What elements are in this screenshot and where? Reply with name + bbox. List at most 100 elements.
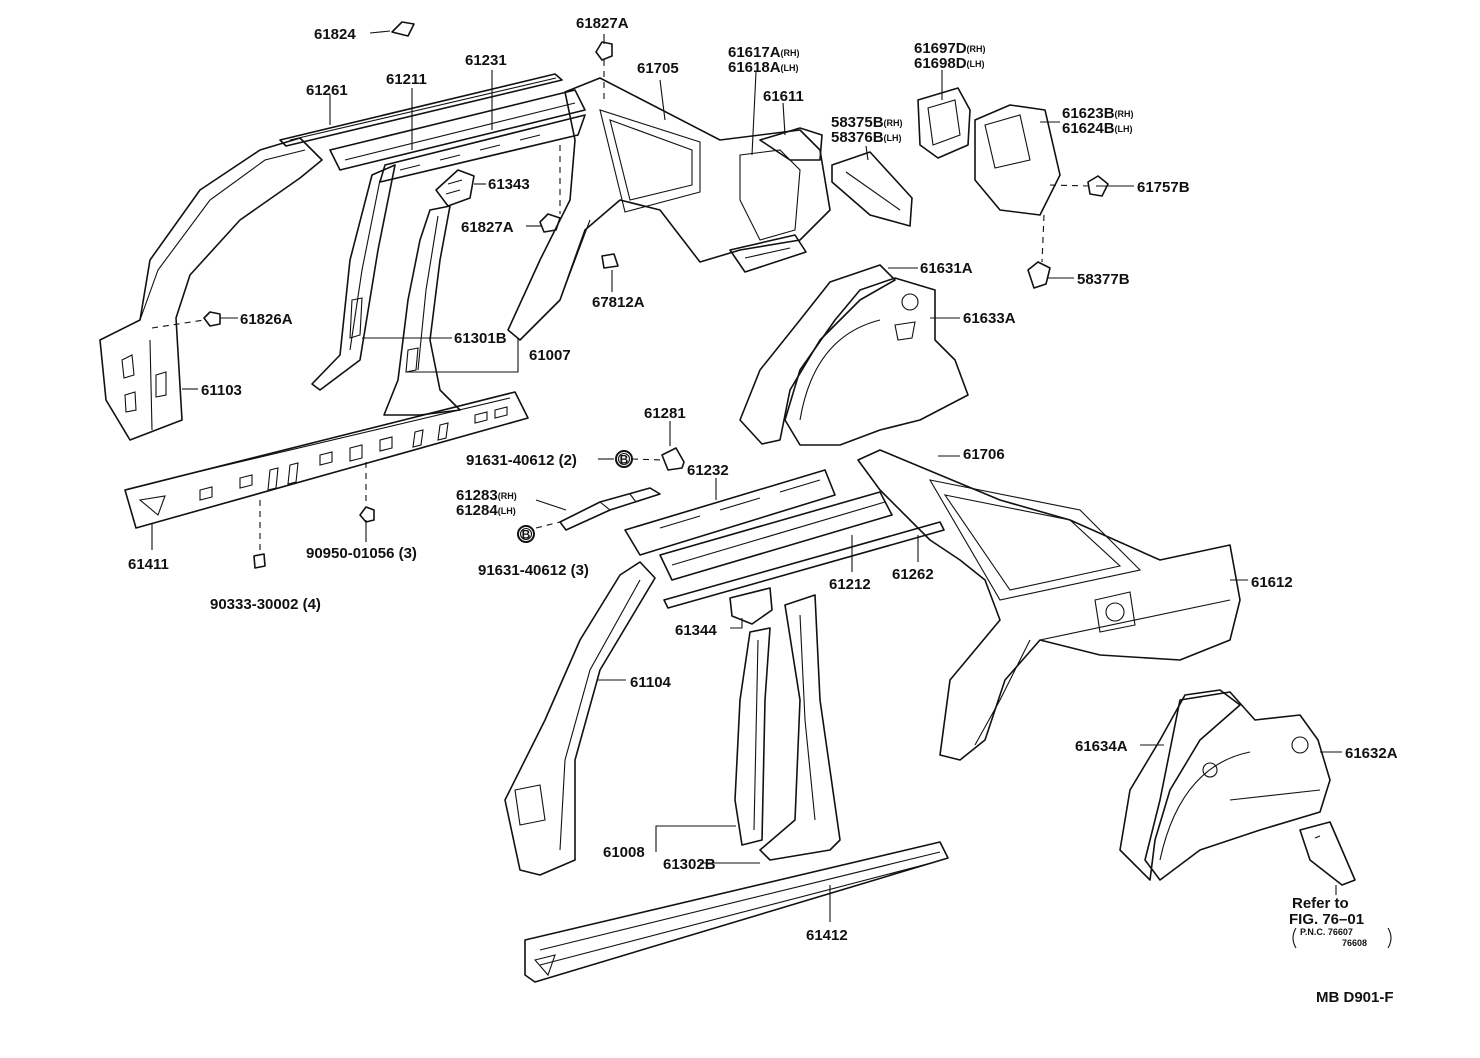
label-61344: 61344 — [675, 622, 717, 639]
part-61634a-wheel-house-outer — [1119, 689, 1241, 881]
part-61232-roof-rail-inner — [624, 469, 836, 556]
label-61757b: 61757B — [1137, 179, 1190, 196]
label-61617a: 61617A(RH) — [728, 44, 800, 61]
label-61633a: 61633A — [963, 310, 1016, 327]
label-61624b: 61624B(LH) — [1062, 120, 1133, 137]
label-61231: 61231 — [465, 52, 507, 69]
label-61007: 61007 — [529, 347, 571, 364]
part-61104-front-pillar — [504, 561, 656, 876]
part-61617a-box — [729, 234, 807, 273]
label-61623b: 61623B(RH) — [1062, 105, 1134, 122]
dashed-connectors — [151, 60, 1089, 552]
label-61211: 61211 — [386, 71, 427, 88]
part-61827a-cap-mid — [539, 213, 561, 233]
part-61344-gusset — [729, 587, 773, 625]
part-67812a-clip — [601, 253, 619, 269]
label-61612: 61612 — [1251, 574, 1293, 591]
label-61827a-top: 61827A — [576, 15, 629, 32]
label-58376b: 58376B(LH) — [831, 129, 902, 146]
label-61824: 61824 — [314, 26, 356, 43]
refer-line-1: Refer to — [1292, 895, 1349, 912]
label-61411: 61411 — [128, 556, 169, 573]
label-61103: 61103 — [201, 382, 242, 399]
diagram-code: MB D901-F — [1316, 989, 1394, 1006]
part-61631a-wheel-house-outer — [739, 264, 896, 445]
part-61302b-center-pillar-outer — [759, 594, 841, 861]
part-labels: 61824 61827A 61211 61231 61261 61705 616… — [128, 15, 1398, 1006]
label-61261: 61261 — [306, 82, 348, 99]
part-61632a-wheel-house-inner — [1144, 691, 1331, 881]
part-61611-bracket — [759, 127, 823, 161]
part-61827a-cap-top — [595, 41, 613, 61]
label-61008: 61008 — [603, 844, 645, 861]
label-61634a: 61634A — [1075, 738, 1128, 755]
refer-line-3: P.N.C. 76607 — [1300, 927, 1353, 937]
part-61211-roof-rail-inner — [329, 89, 586, 183]
label-61212: 61212 — [829, 576, 871, 593]
part-61343-gusset — [435, 169, 475, 207]
part-61826a-cap — [203, 311, 221, 327]
svg-text:B: B — [522, 528, 531, 542]
part-58375b-brace — [831, 151, 913, 227]
label-61826a: 61826A — [240, 311, 293, 328]
label-61283: 61283(RH) — [456, 487, 517, 504]
label-61412: 61412 — [806, 927, 848, 944]
label-61698d: 61698D(LH) — [914, 55, 985, 72]
label-61262: 61262 — [892, 566, 934, 583]
part-mudguard-reference — [1299, 821, 1356, 886]
part-58377b-latch — [1027, 261, 1051, 289]
part-61212-roof-rail — [659, 491, 893, 581]
part-61283-bar — [559, 487, 661, 531]
part-61007-center-pillar-outer — [383, 205, 461, 416]
refer-line-2: FIG. 76–01 — [1289, 911, 1364, 928]
part-61103-front-pillar — [99, 137, 323, 441]
refer-paren-left — [1292, 927, 1297, 949]
refer-paren-right — [1387, 927, 1392, 949]
label-61705: 61705 — [637, 60, 679, 77]
label-61827a-mid: 61827A — [461, 219, 514, 236]
part-61623b-panel — [974, 104, 1061, 216]
part-61697d-panel — [917, 87, 971, 159]
part-61008-center-pillar — [734, 627, 771, 846]
part-61262-strip — [663, 521, 945, 609]
part-61261-roof-rail — [279, 73, 563, 147]
label-61631a: 61631A — [920, 260, 973, 277]
label-61697d: 61697D(RH) — [914, 40, 986, 57]
label-67812a: 67812A — [592, 294, 645, 311]
label-61611: 61611 — [763, 88, 804, 105]
label-91631-3: 91631-40612 (3) — [478, 562, 589, 579]
part-61411-rocker-inner — [124, 391, 529, 529]
label-90333: 90333-30002 (4) — [210, 596, 321, 613]
label-58377b: 58377B — [1077, 271, 1130, 288]
label-61284: 61284(LH) — [456, 502, 516, 519]
part-61612-quarter-panel — [857, 449, 1241, 761]
label-58375b: 58375B(RH) — [831, 114, 903, 131]
bolt-symbol-1: B — [615, 450, 633, 468]
part-90950-nut — [359, 506, 375, 523]
part-61281-bracket — [661, 447, 685, 471]
label-91631-2: 91631-40612 (2) — [466, 452, 577, 469]
label-61232: 61232 — [687, 462, 729, 479]
part-61633a-wheel-house-inner — [784, 277, 969, 446]
label-61104: 61104 — [630, 674, 672, 691]
label-61281: 61281 — [644, 405, 686, 422]
label-90950: 90950-01056 (3) — [306, 545, 417, 562]
leader-lines — [151, 30, 1342, 922]
label-61632a: 61632A — [1345, 745, 1398, 762]
part-90333-plug — [253, 553, 266, 569]
label-61343: 61343 — [488, 176, 530, 193]
label-61302b: 61302B — [663, 856, 716, 873]
part-61757b-clip — [1087, 175, 1109, 197]
part-61824-cap — [391, 21, 415, 37]
label-61618a: 61618A(LH) — [728, 59, 799, 76]
label-61706: 61706 — [963, 446, 1005, 463]
svg-text:B: B — [620, 453, 629, 467]
part-61412-rocker — [524, 841, 949, 983]
label-61301b: 61301B — [454, 330, 507, 347]
part-61301b-center-pillar — [311, 164, 396, 391]
refer-line-4: 76608 — [1342, 938, 1367, 948]
part-61705-quarter-inner — [507, 77, 831, 341]
bolt-symbol-2: B — [517, 525, 535, 543]
